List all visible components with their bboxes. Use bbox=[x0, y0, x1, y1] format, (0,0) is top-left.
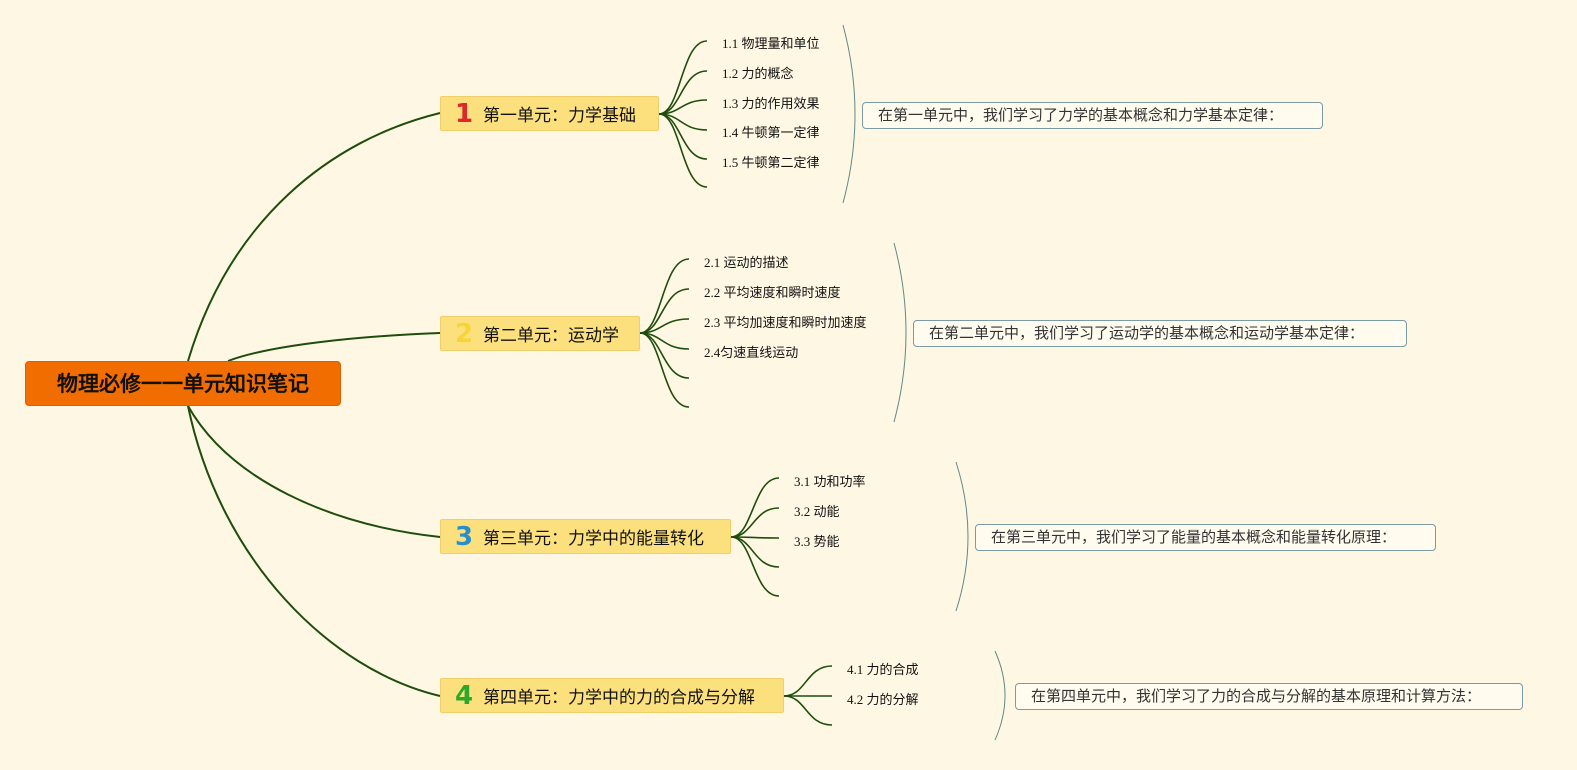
branch-unit-3-topic-2 bbox=[730, 507, 780, 538]
topic-1-1[interactable]: 1.1 物理量和单位 bbox=[722, 36, 820, 51]
branch-unit-1-topic-6 bbox=[658, 113, 708, 188]
unit-number-4: 4 bbox=[455, 680, 474, 711]
topic-1-3[interactable]: 1.3 力的作用效果 bbox=[722, 96, 820, 111]
summary-1[interactable]: 在第一单元中，我们学习了力学的基本概念和力学基本定律： bbox=[862, 102, 1323, 129]
topic-3-1[interactable]: 3.1 功和功率 bbox=[794, 474, 866, 489]
branch-unit-1-topic-1 bbox=[658, 40, 708, 115]
unit-node-4[interactable]: 4 第四单元：力学中的力的合成与分解 bbox=[440, 678, 784, 713]
branch-unit-4-topic-3 bbox=[783, 695, 833, 726]
topic-1-2[interactable]: 1.2 力的概念 bbox=[722, 66, 794, 81]
topic-1-5[interactable]: 1.5 牛顿第二定律 bbox=[722, 155, 820, 170]
summary-2[interactable]: 在第二单元中，我们学习了运动学的基本概念和运动学基本定律： bbox=[913, 320, 1407, 347]
summary-bracket-1 bbox=[842, 24, 856, 204]
unit-node-1[interactable]: 1 第一单元：力学基础 bbox=[440, 96, 659, 131]
topic-4-1[interactable]: 4.1 力的合成 bbox=[847, 662, 919, 677]
branch-unit-2-topic-5 bbox=[639, 332, 690, 379]
topic-2-4[interactable]: 2.4匀速直线运动 bbox=[704, 345, 799, 360]
branch-root-unit-1 bbox=[187, 112, 441, 362]
unit-label-4: 第四单元：力学中的力的合成与分解 bbox=[483, 688, 755, 708]
unit-number-3: 3 bbox=[455, 521, 474, 552]
topic-2-1[interactable]: 2.1 运动的描述 bbox=[704, 255, 789, 270]
unit-label-2: 第二单元：运动学 bbox=[483, 326, 619, 346]
unit-label-3: 第三单元：力学中的能量转化 bbox=[483, 529, 704, 549]
unit-number-2: 2 bbox=[455, 318, 474, 349]
branch-unit-3-topic-5 bbox=[730, 536, 780, 597]
branch-unit-1-topic-5 bbox=[658, 113, 708, 160]
branch-unit-4-topic-1 bbox=[783, 665, 833, 697]
unit-number-1: 1 bbox=[455, 98, 474, 129]
topic-2-2[interactable]: 2.2 平均速度和瞬时速度 bbox=[704, 285, 841, 300]
summary-bracket-3 bbox=[955, 461, 969, 612]
branch-root-unit-3 bbox=[187, 405, 441, 538]
branch-unit-2-topic-1 bbox=[639, 258, 690, 334]
topic-3-2[interactable]: 3.2 动能 bbox=[794, 504, 840, 519]
branch-root-unit-4 bbox=[187, 405, 441, 697]
summary-3[interactable]: 在第三单元中，我们学习了能量的基本概念和能量转化原理： bbox=[975, 524, 1436, 551]
branch-unit-1-topic-2 bbox=[658, 70, 708, 115]
unit-label-1: 第一单元：力学基础 bbox=[483, 106, 636, 126]
summary-4[interactable]: 在第四单元中，我们学习了力的合成与分解的基本原理和计算方法： bbox=[1015, 683, 1523, 710]
unit-node-3[interactable]: 3 第三单元：力学中的能量转化 bbox=[440, 519, 731, 554]
branch-unit-2-topic-6 bbox=[639, 332, 690, 408]
branch-unit-3-topic-4 bbox=[730, 536, 780, 568]
branch-root-unit-2 bbox=[227, 332, 441, 362]
topic-1-4[interactable]: 1.4 牛顿第一定律 bbox=[722, 125, 820, 140]
topic-4-2[interactable]: 4.2 力的分解 bbox=[847, 692, 919, 707]
unit-node-2[interactable]: 2 第二单元：运动学 bbox=[440, 316, 640, 351]
summary-bracket-2 bbox=[893, 242, 907, 423]
branch-unit-3-topic-1 bbox=[730, 477, 780, 538]
root-node[interactable]: 物理必修一一单元知识笔记 bbox=[25, 361, 341, 406]
branch-unit-2-topic-2 bbox=[639, 288, 690, 334]
summary-bracket-4 bbox=[994, 650, 1006, 741]
root-title: 物理必修一一单元知识笔记 bbox=[57, 372, 309, 396]
topic-3-3[interactable]: 3.3 势能 bbox=[794, 534, 840, 549]
topic-2-3[interactable]: 2.3 平均加速度和瞬时加速度 bbox=[704, 315, 867, 330]
